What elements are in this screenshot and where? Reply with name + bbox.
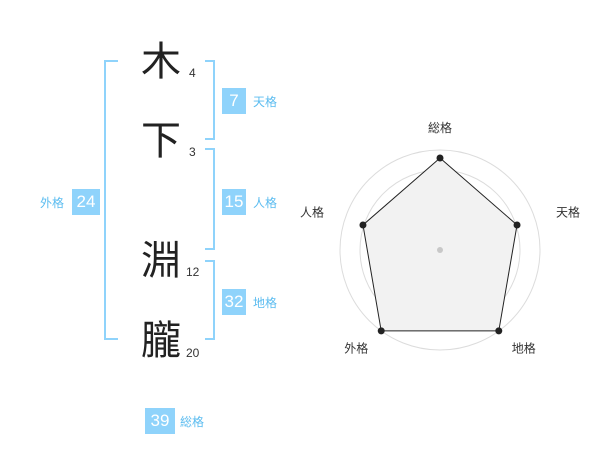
tenkaku-value: 7: [222, 88, 246, 114]
soukaku-value: 39: [145, 408, 175, 434]
radar-axis-label: 総格: [428, 120, 452, 135]
jinkaku-bracket: [205, 148, 215, 250]
stroke-count-2: 3: [189, 145, 196, 159]
radar-center-dot: [437, 247, 443, 253]
stroke-count-4: 20: [186, 346, 200, 360]
name-char-2: 下: [141, 118, 181, 164]
gaikaku-label: 外格: [40, 196, 65, 210]
chikaku-label: 地格: [253, 296, 278, 310]
jinkaku-value: 15: [222, 189, 246, 215]
tenkaku-label: 天格: [253, 95, 278, 109]
radar-axis-label: 天格: [556, 204, 580, 219]
name-char-1: 木: [141, 39, 181, 85]
radar-axis-label: 地格: [512, 341, 536, 356]
jinkaku-label: 人格: [253, 196, 278, 210]
radar-point: [495, 327, 503, 335]
stroke-count-3: 12: [186, 265, 200, 279]
radar-polygon: [362, 157, 518, 332]
gaikaku-value: 24: [72, 189, 100, 215]
soukaku-label: 総格: [180, 415, 205, 429]
radar-point: [359, 221, 367, 229]
radar-point: [377, 327, 385, 335]
radar-axis-label: 人格: [300, 204, 324, 219]
stroke-count-1: 4: [189, 66, 196, 80]
tenkaku-bracket: [205, 60, 215, 140]
chikaku-value: 32: [222, 289, 246, 315]
radar-point: [436, 154, 444, 162]
radar-point: [513, 221, 521, 229]
chikaku-bracket: [205, 260, 215, 340]
gaikaku-bracket: [104, 60, 118, 340]
name-char-4: 朧: [141, 318, 181, 364]
radar-axis-label: 外格: [344, 341, 368, 356]
name-char-3: 淵: [141, 238, 181, 284]
